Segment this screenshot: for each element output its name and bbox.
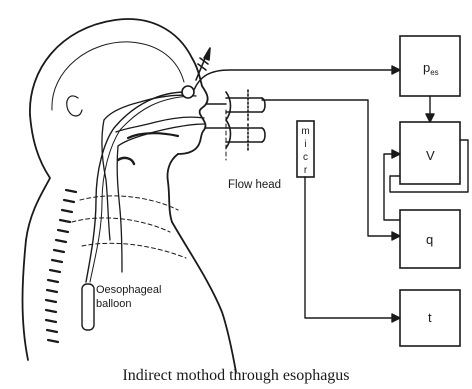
vertebra [52, 260, 62, 262]
vertebra [46, 300, 56, 302]
micr-letter: m [301, 126, 309, 137]
arrow-pes-icon [392, 66, 400, 74]
skull-inner [52, 42, 184, 110]
ribcage-top [80, 196, 178, 210]
chin-neck-front [167, 154, 178, 222]
head-profile [23, 19, 237, 372]
ear [67, 96, 82, 116]
oesophageal-label-line2: balloon [96, 298, 131, 310]
vertebra [48, 340, 58, 342]
flow-head-body [226, 92, 231, 148]
arrow-time-icon [392, 314, 400, 322]
vertebra [60, 220, 70, 222]
micr-letter: i [304, 139, 306, 150]
time-label: t [428, 310, 432, 325]
back-torso [23, 240, 29, 360]
arrow-integrate-icon [392, 150, 400, 158]
vertebra [56, 240, 66, 242]
flow-head-taper [262, 98, 265, 142]
vertebra [46, 320, 56, 322]
chest-front [172, 222, 236, 372]
vertebra [46, 310, 56, 312]
vertebra [66, 190, 76, 192]
figure-caption: Indirect mothod through esophagus [122, 367, 349, 384]
arrow-volume-icon [426, 114, 434, 122]
vertebra [54, 250, 64, 252]
vertebra [58, 230, 68, 232]
signal-wires [194, 66, 468, 322]
catheter-tube [86, 92, 186, 282]
mouthpiece-tube [206, 104, 226, 128]
volume-label: V [426, 148, 435, 163]
wire-pes [194, 70, 394, 90]
flow-head-lower [226, 128, 262, 142]
flow-head-outlet [226, 98, 262, 112]
back-neck [26, 115, 50, 240]
airway [102, 95, 204, 272]
vertebra [48, 280, 58, 282]
needle-tip-icon [204, 48, 210, 60]
flow-label: q [426, 232, 433, 247]
micr-letter: c [303, 152, 308, 163]
vertebra [50, 270, 60, 272]
micr-module: m i c r [297, 121, 314, 177]
wire-flow [262, 100, 394, 236]
catheter-port [182, 86, 194, 98]
nasal-passage [104, 95, 196, 120]
vertebra [62, 210, 72, 212]
oesophageal-balloon [82, 284, 94, 330]
vertebra [47, 330, 57, 332]
recorder-boxes: pes V q t [400, 36, 460, 346]
head-outline [30, 19, 208, 154]
wire-integrate [384, 154, 400, 220]
oesophageal-label-line1: Oesophageal [96, 284, 161, 296]
esophagus-front [117, 146, 122, 272]
flow-head [206, 90, 265, 150]
vertebra [64, 200, 74, 202]
wire-timer [305, 177, 394, 318]
spine [46, 190, 76, 342]
flow-head-label: Flow head [228, 179, 281, 191]
arrow-flow-icon [392, 232, 400, 240]
epiglottis [118, 158, 134, 164]
vertebra [47, 290, 57, 292]
